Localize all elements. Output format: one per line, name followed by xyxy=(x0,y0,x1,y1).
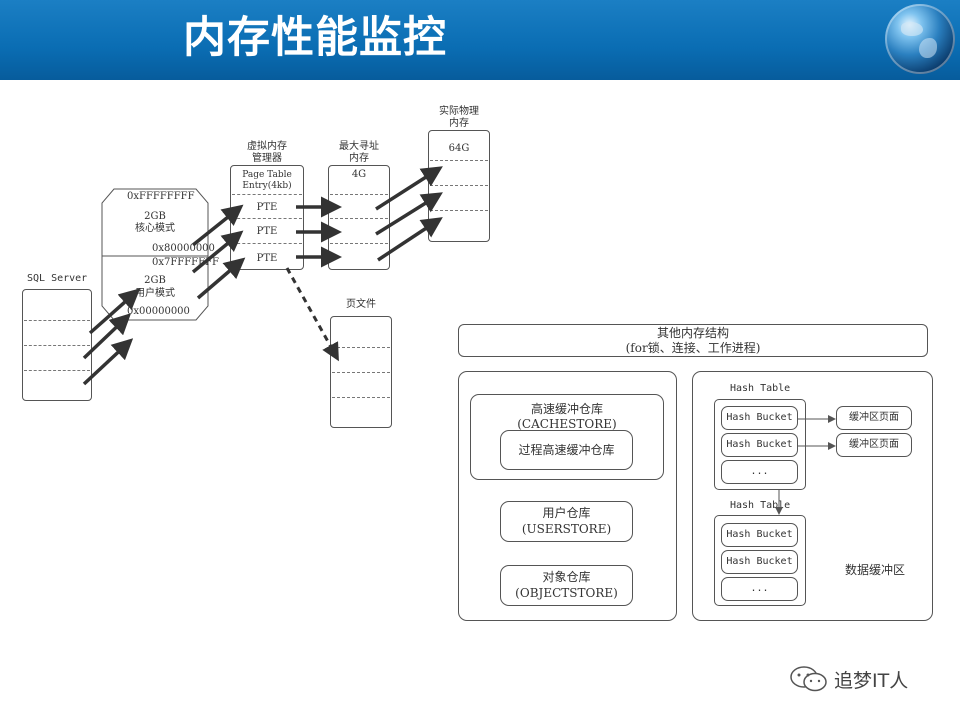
hash-table-2-title: Hash Table xyxy=(730,500,791,511)
sql-server-label: SQL Server xyxy=(27,273,88,284)
cachestore-line-2: (CACHESTORE) xyxy=(517,417,617,431)
max-addr-size: 4G xyxy=(351,169,367,180)
objectstore-line-1: 对象仓库 xyxy=(542,570,591,584)
vas-mid-address-2: 0x7FFFFFFF xyxy=(152,257,219,268)
objectstore-box: 对象仓库 (OBJECTSTORE) xyxy=(500,565,633,606)
physical-title-2: 内存 xyxy=(449,118,469,129)
procedure-cache-box: 过程高速缓冲仓库 xyxy=(500,430,633,470)
pte-label-1: PTE xyxy=(256,202,278,213)
physical-title-1: 实际物理 xyxy=(439,106,479,117)
vas-user-label: 用户模式 xyxy=(135,288,175,299)
buffer-page: 缓冲区页面 xyxy=(836,433,912,457)
procedure-cache-label: 过程高速缓冲仓库 xyxy=(518,443,615,457)
hash-table-1-title: Hash Table xyxy=(730,383,791,394)
userstore-box: 用户仓库 (USERSTORE) xyxy=(500,501,633,542)
cachestore-line-1: 高速缓冲仓库 xyxy=(530,402,603,416)
vmm-entry-2: Entry(4kb) xyxy=(242,181,292,191)
max-addr-title-1: 最大寻址 xyxy=(339,141,379,152)
vas-kernel-label: 核心模式 xyxy=(135,223,175,234)
vmm-title-2: 管理器 xyxy=(252,153,282,164)
hash-bucket-ellipsis: ... xyxy=(721,577,798,601)
page-title: 内存性能监控 xyxy=(183,13,447,63)
hash-bucket-ellipsis: ... xyxy=(721,460,798,484)
hash-bucket: Hash Bucket xyxy=(721,523,798,547)
hash-bucket: Hash Bucket xyxy=(721,406,798,430)
other-line-1: 其他内存结构 xyxy=(656,326,729,340)
other-memory-structures: 其他内存结构 (for锁、连接、工作进程) xyxy=(458,324,928,357)
pte-label-3: PTE xyxy=(256,253,278,264)
physical-size: 64G xyxy=(448,143,470,154)
hash-bucket: Hash Bucket xyxy=(721,550,798,574)
vas-top-address: 0xFFFFFFFF xyxy=(127,191,195,202)
watermark-text: 追梦IT人 xyxy=(834,670,909,692)
hash-bucket: Hash Bucket xyxy=(721,433,798,457)
header-bar: 内存性能监控 xyxy=(0,0,960,80)
wechat-icon xyxy=(790,666,827,692)
max-addr-title-2: 内存 xyxy=(349,153,369,164)
vas-mid-address-1: 0x80000000 xyxy=(152,243,215,254)
pagefile-title: 页文件 xyxy=(346,299,376,310)
userstore-line-2: (USERSTORE) xyxy=(521,522,612,536)
vas-user-size: 2GB xyxy=(144,275,166,286)
watermark: 追梦IT人 xyxy=(788,664,908,692)
vmm-title-1: 虚拟内存 xyxy=(247,141,287,152)
other-line-2: (for锁、连接、工作进程) xyxy=(625,341,761,355)
buffer-page: 缓冲区页面 xyxy=(836,406,912,430)
vas-kernel-size: 2GB xyxy=(144,211,166,222)
data-buffer-label: 数据缓冲区 xyxy=(845,563,906,577)
vas-bottom-address: 0x00000000 xyxy=(127,306,190,317)
objectstore-line-2: (OBJECTSTORE) xyxy=(515,586,618,600)
vmm-entry-1: Page Table xyxy=(242,170,292,180)
userstore-line-1: 用户仓库 xyxy=(542,506,591,520)
globe-icon xyxy=(885,4,955,74)
pte-label-2: PTE xyxy=(256,226,278,237)
